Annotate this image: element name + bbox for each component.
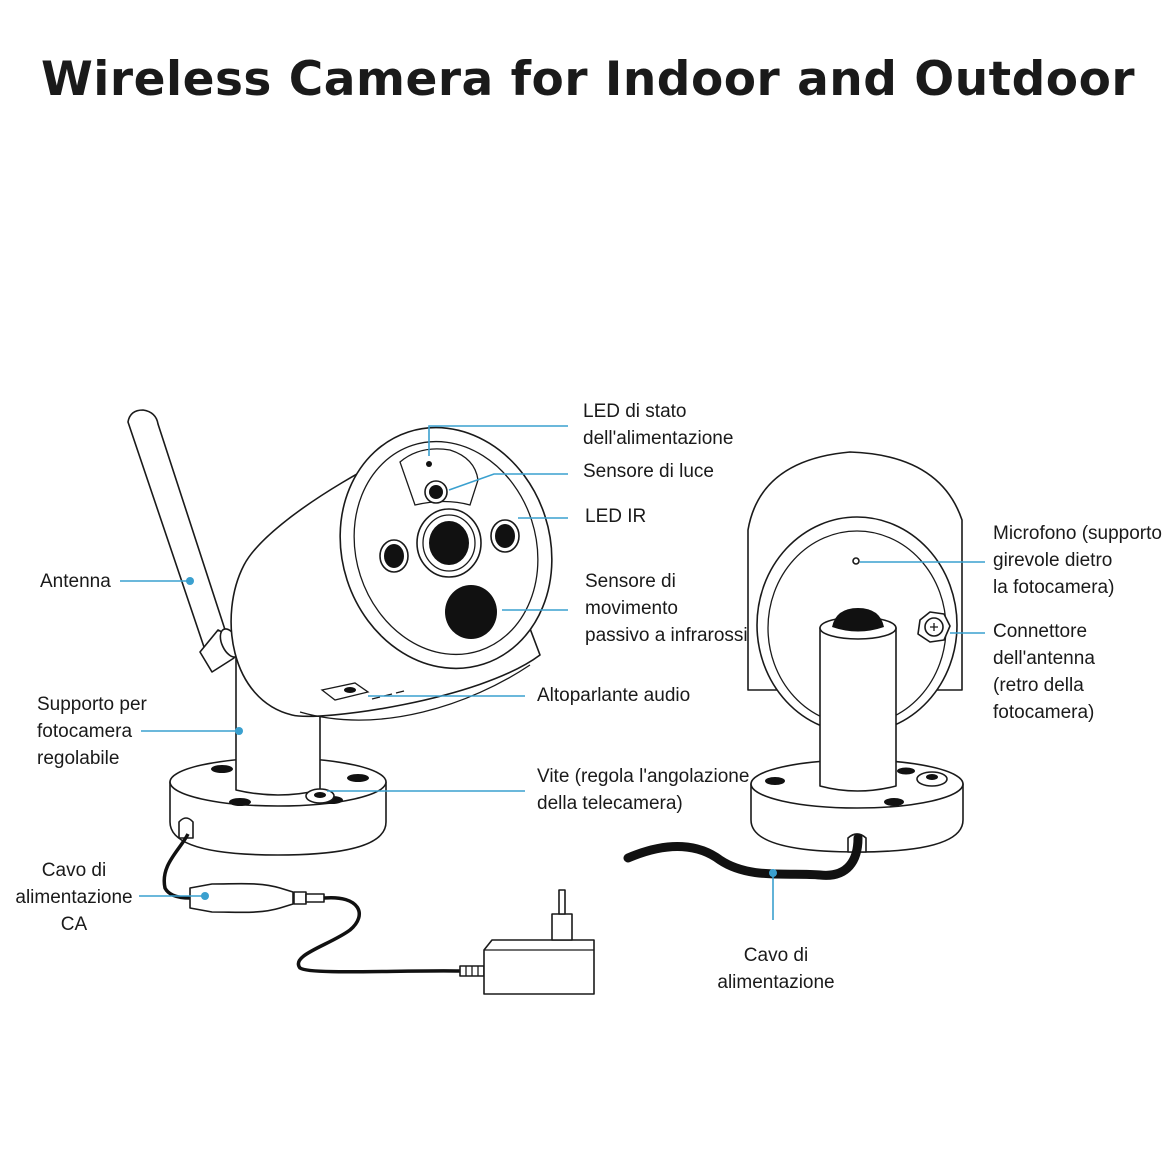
label-light-sensor: Sensore di luce bbox=[583, 461, 714, 482]
label-antenna: Antenna bbox=[40, 571, 111, 592]
microphone-hole bbox=[852, 557, 860, 565]
label-ir-led: LED IR bbox=[585, 506, 647, 527]
label-antenna-connector: Connettore dell'antenna (retro della fot… bbox=[993, 621, 1095, 723]
pir-sensor bbox=[445, 585, 497, 639]
swivel-joint bbox=[832, 608, 884, 632]
rear-base-plate bbox=[750, 759, 964, 853]
leader-lines bbox=[120, 425, 985, 920]
front-camera-face bbox=[339, 426, 553, 670]
page-title: Wireless Camera for Indoor and Outdoor bbox=[40, 52, 1136, 107]
power-status-led bbox=[426, 461, 432, 467]
ac-power-cable bbox=[162, 833, 485, 977]
rear-stand-column bbox=[819, 627, 897, 792]
antenna-connector bbox=[917, 611, 951, 643]
adjust-screw bbox=[305, 788, 335, 804]
label-pir-sensor: Sensore di movimento passivo a infraross… bbox=[585, 571, 748, 646]
label-adjust-screw: Vite (regola l'angolazione della telecam… bbox=[537, 766, 750, 814]
label-power-status-led: LED di stato dell'alimentazione bbox=[583, 401, 734, 449]
antenna bbox=[127, 409, 241, 673]
front-camera-illustration bbox=[127, 409, 595, 995]
label-power-cable: Cavo di alimentazione bbox=[717, 945, 835, 993]
label-ac-power-cable: Cavo di alimentazione CA bbox=[15, 860, 133, 935]
label-audio-speaker: Altoparlante audio bbox=[537, 685, 691, 706]
label-microphone: Microfono (supporto girevole dietro la f… bbox=[993, 523, 1162, 598]
label-adjustable-stand: Supporto per fotocamera regolabile bbox=[37, 694, 147, 769]
rear-camera-illustration bbox=[623, 451, 964, 880]
power-adapter bbox=[483, 889, 595, 995]
rear-power-cable bbox=[623, 833, 863, 880]
